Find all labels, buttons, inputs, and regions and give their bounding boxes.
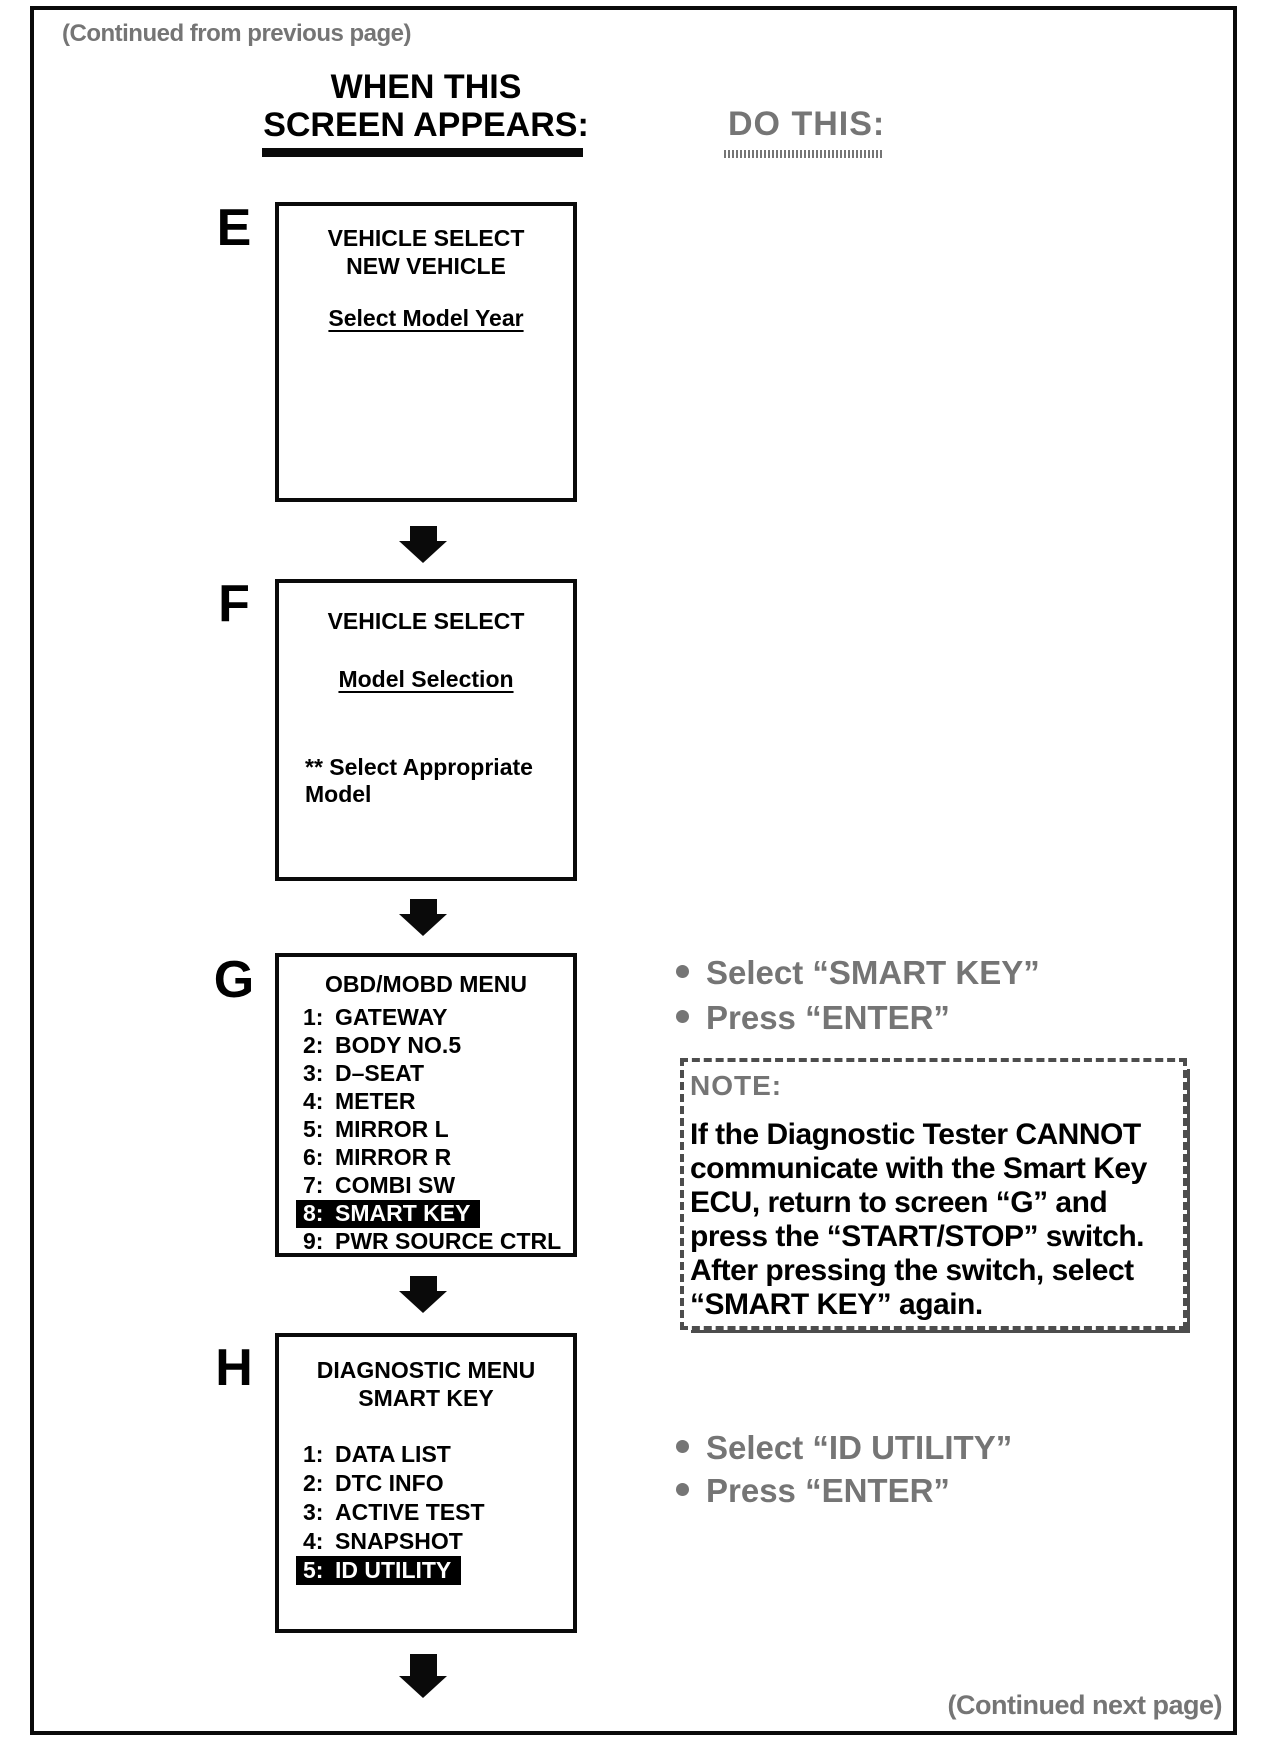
item-number: 3:: [303, 1060, 324, 1086]
instruction-text: Press “ENTER”: [706, 999, 950, 1036]
down-arrow-icon: [399, 1276, 447, 1313]
page-border: [30, 6, 1237, 1735]
item-number: 3:: [303, 1499, 324, 1525]
item-label: GATEWAY: [335, 1004, 448, 1030]
item-label: DATA LIST: [335, 1441, 451, 1467]
menu-item: 6: MIRROR R: [303, 1144, 573, 1172]
screen-e-title: VEHICLE SELECT NEW VEHICLE: [327, 225, 525, 279]
menu-item: 1: GATEWAY: [303, 1004, 573, 1032]
menu-item: 3: D–SEAT: [303, 1060, 573, 1088]
item-label: MIRROR L: [335, 1116, 449, 1142]
screen-box-h: DIAGNOSTIC MENU SMART KEY 1: DATA LIST 2:…: [275, 1333, 577, 1633]
menu-item-selected: 5: ID UTILITY: [296, 1556, 573, 1585]
down-arrow-icon: [399, 899, 447, 936]
continued-from-label: (Continued from previous page): [62, 20, 412, 47]
do-this-underline: [724, 150, 884, 158]
screen-g-menu: 1: GATEWAY 2: BODY NO.5 3: D–SEAT 4: METER 5…: [279, 1004, 573, 1256]
menu-item: 2: BODY NO.5: [303, 1032, 573, 1060]
item-label: SMART KEY: [335, 1200, 471, 1226]
item-number: 1:: [303, 1004, 324, 1030]
item-label: DTC INFO: [335, 1470, 444, 1496]
menu-item: 5: MIRROR L: [303, 1116, 573, 1144]
menu-item: 7: COMBI SW: [303, 1172, 573, 1200]
note-box: NOTE: If the Diagnostic Tester CANNOT co…: [680, 1058, 1187, 1330]
screen-h-title: DIAGNOSTIC MENU SMART KEY: [316, 1357, 536, 1411]
item-number: 4:: [303, 1528, 324, 1554]
instruction-text: Select “ID UTILITY”: [706, 1429, 1013, 1466]
screen-box-e: VEHICLE SELECT NEW VEHICLE Select Model …: [275, 202, 577, 502]
when-header-underline: [262, 148, 583, 157]
item-number: 2:: [303, 1470, 324, 1496]
screen-box-f: VEHICLE SELECT Model Selection ** Select…: [275, 579, 577, 881]
item-number: 5:: [303, 1116, 324, 1142]
menu-item: 1: DATA LIST: [303, 1440, 573, 1469]
menu-item: 9: PWR SOURCE CTRL: [303, 1228, 573, 1256]
item-label: D–SEAT: [335, 1060, 425, 1086]
bullet-icon: [676, 1440, 689, 1453]
item-label: ID UTILITY: [335, 1557, 452, 1583]
item-number: 1:: [303, 1441, 324, 1467]
item-number: 9:: [303, 1228, 324, 1254]
screen-g-title: OBD/MOBD MENU: [325, 971, 527, 997]
screen-box-g: OBD/MOBD MENU 1: GATEWAY 2: BODY NO.5 3: D–…: [275, 953, 577, 1257]
instruction-text: Select “SMART KEY”: [706, 954, 1040, 991]
instruction-row: Select “ID UTILITY”: [676, 1430, 1012, 1466]
menu-item-selected: 8: SMART KEY: [296, 1200, 573, 1228]
menu-item: 3: ACTIVE TEST: [303, 1498, 573, 1527]
do-this-header: DO THIS:: [728, 105, 886, 143]
screen-h-menu: 1: DATA LIST 2: DTC INFO 3: ACTIVE TEST 4: S…: [279, 1440, 573, 1585]
item-number: 7:: [303, 1172, 324, 1198]
screen-label-g: G: [213, 951, 255, 1009]
bullet-icon: [676, 1483, 689, 1496]
item-label: BODY NO.5: [335, 1032, 462, 1058]
bullet-icon: [676, 965, 689, 978]
screen-e-link: Select Model Year: [328, 305, 524, 331]
down-arrow-icon: [399, 526, 447, 563]
instruction-row: Select “SMART KEY”: [676, 955, 1040, 991]
note-title: NOTE:: [690, 1070, 783, 1101]
item-label: SNAPSHOT: [335, 1528, 463, 1554]
menu-item: 4: METER: [303, 1088, 573, 1116]
screen-label-h: H: [215, 1339, 253, 1397]
menu-item: 4: SNAPSHOT: [303, 1527, 573, 1556]
note-body: If the Diagnostic Tester CANNOT communic…: [690, 1118, 1147, 1321]
item-label: MIRROR R: [335, 1144, 452, 1170]
item-label: COMBI SW: [335, 1172, 456, 1198]
screen-f-link: Model Selection: [338, 666, 514, 692]
item-number: 2:: [303, 1032, 324, 1058]
menu-item: 2: DTC INFO: [303, 1469, 573, 1498]
continued-next-label: (Continued next page): [947, 1690, 1223, 1720]
screen-label-f: F: [218, 575, 250, 633]
when-screen-appears-header: WHEN THIS SCREEN APPEARS:: [263, 68, 589, 144]
item-number: 8:: [303, 1200, 324, 1226]
item-number: 6:: [303, 1144, 324, 1170]
instruction-row: Press “ENTER”: [676, 1000, 950, 1036]
item-number: 5:: [303, 1557, 324, 1583]
screen-f-note: ** Select Appropriate Model: [305, 754, 533, 807]
item-label: METER: [335, 1088, 416, 1114]
item-number: 4:: [303, 1088, 324, 1114]
instruction-text: Press “ENTER”: [706, 1472, 950, 1509]
instruction-row: Press “ENTER”: [676, 1473, 950, 1509]
item-label: PWR SOURCE CTRL: [335, 1228, 562, 1254]
bullet-icon: [676, 1010, 689, 1023]
item-label: ACTIVE TEST: [335, 1499, 485, 1525]
screen-label-e: E: [216, 199, 252, 257]
down-arrow-icon: [399, 1654, 447, 1698]
screen-f-title: VEHICLE SELECT: [327, 608, 525, 634]
